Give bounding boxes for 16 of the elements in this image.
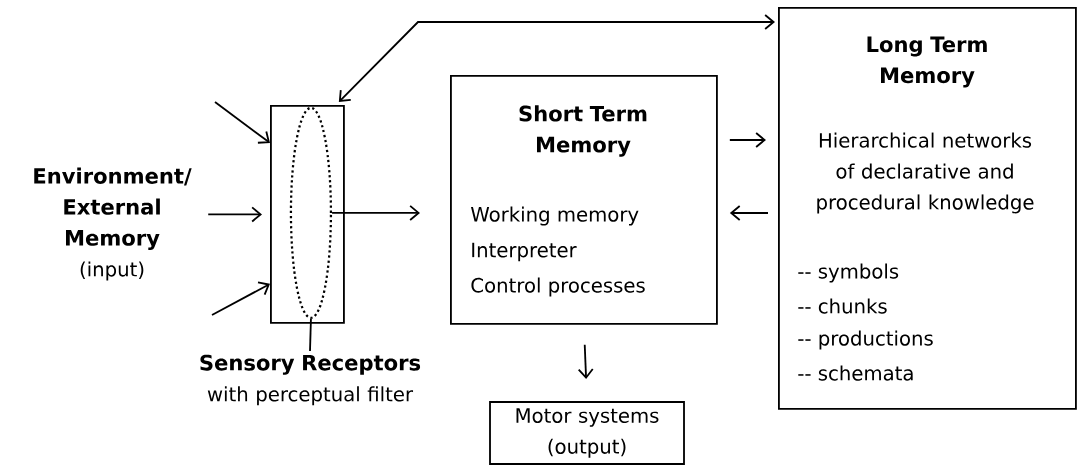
leader-line: [309, 318, 312, 352]
arrow: [207, 206, 262, 223]
memory-box: Long Term Memory Hierarchical networks of declarative and procedural knowledge -- symbols -- chunks -- productions -- schemata: [778, 7, 1077, 410]
output-box: Motor systems (output): [489, 401, 685, 465]
arrow: [214, 101, 270, 144]
filter-ellipse: [289, 106, 333, 320]
receptor-label: Sensory Receptors with perceptual filter: [200, 354, 421, 406]
arrow: [331, 204, 420, 221]
arrow: [729, 205, 769, 221]
arrow: [338, 14, 775, 102]
arrow: [211, 281, 270, 316]
arrow: [728, 132, 766, 148]
input-label: Environment/ External Memory (input): [34, 167, 192, 281]
arrow: [577, 343, 594, 380]
memory-box: Short Term Memory Working memory Interpreter Control processes: [450, 75, 718, 325]
receptor-box: [270, 105, 345, 324]
